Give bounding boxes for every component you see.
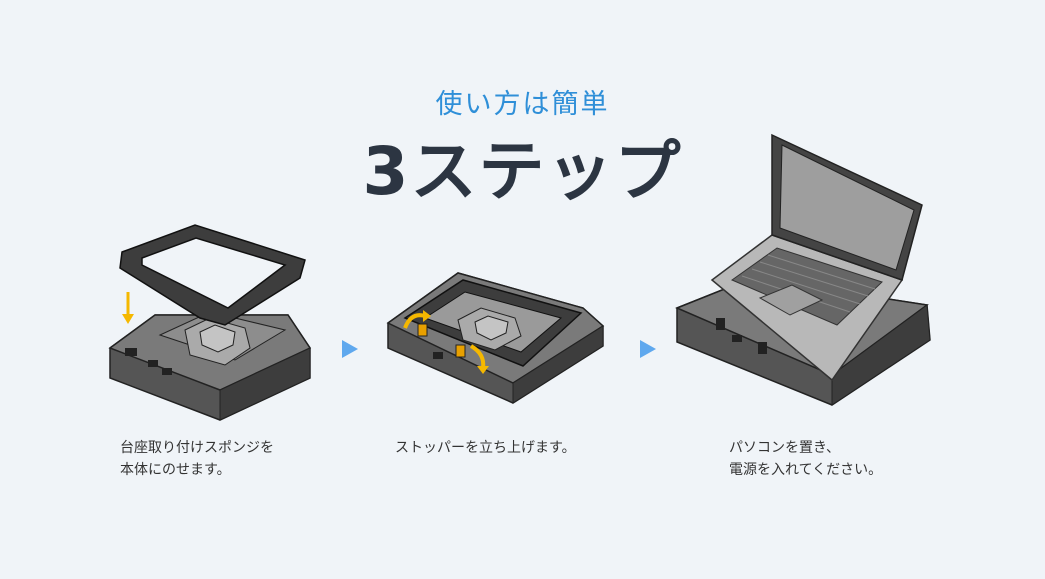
step3-illustration [675, 133, 931, 406]
page-subtitle: 使い方は簡単 [435, 89, 610, 120]
page-title: 3ステップ [362, 133, 683, 210]
step1-illustration [108, 224, 312, 421]
step2-caption: ストッパーを立ち上げます。 [395, 440, 576, 456]
step-arrow-2 [640, 340, 656, 358]
step3-caption: パソコンを置き、 電源を入れてください。 [729, 440, 883, 478]
step2-illustration [386, 272, 605, 404]
step-arrow-1 [342, 340, 358, 358]
step1-caption: 台座取り付けスポンジを 本体にのせます。 [120, 440, 274, 478]
